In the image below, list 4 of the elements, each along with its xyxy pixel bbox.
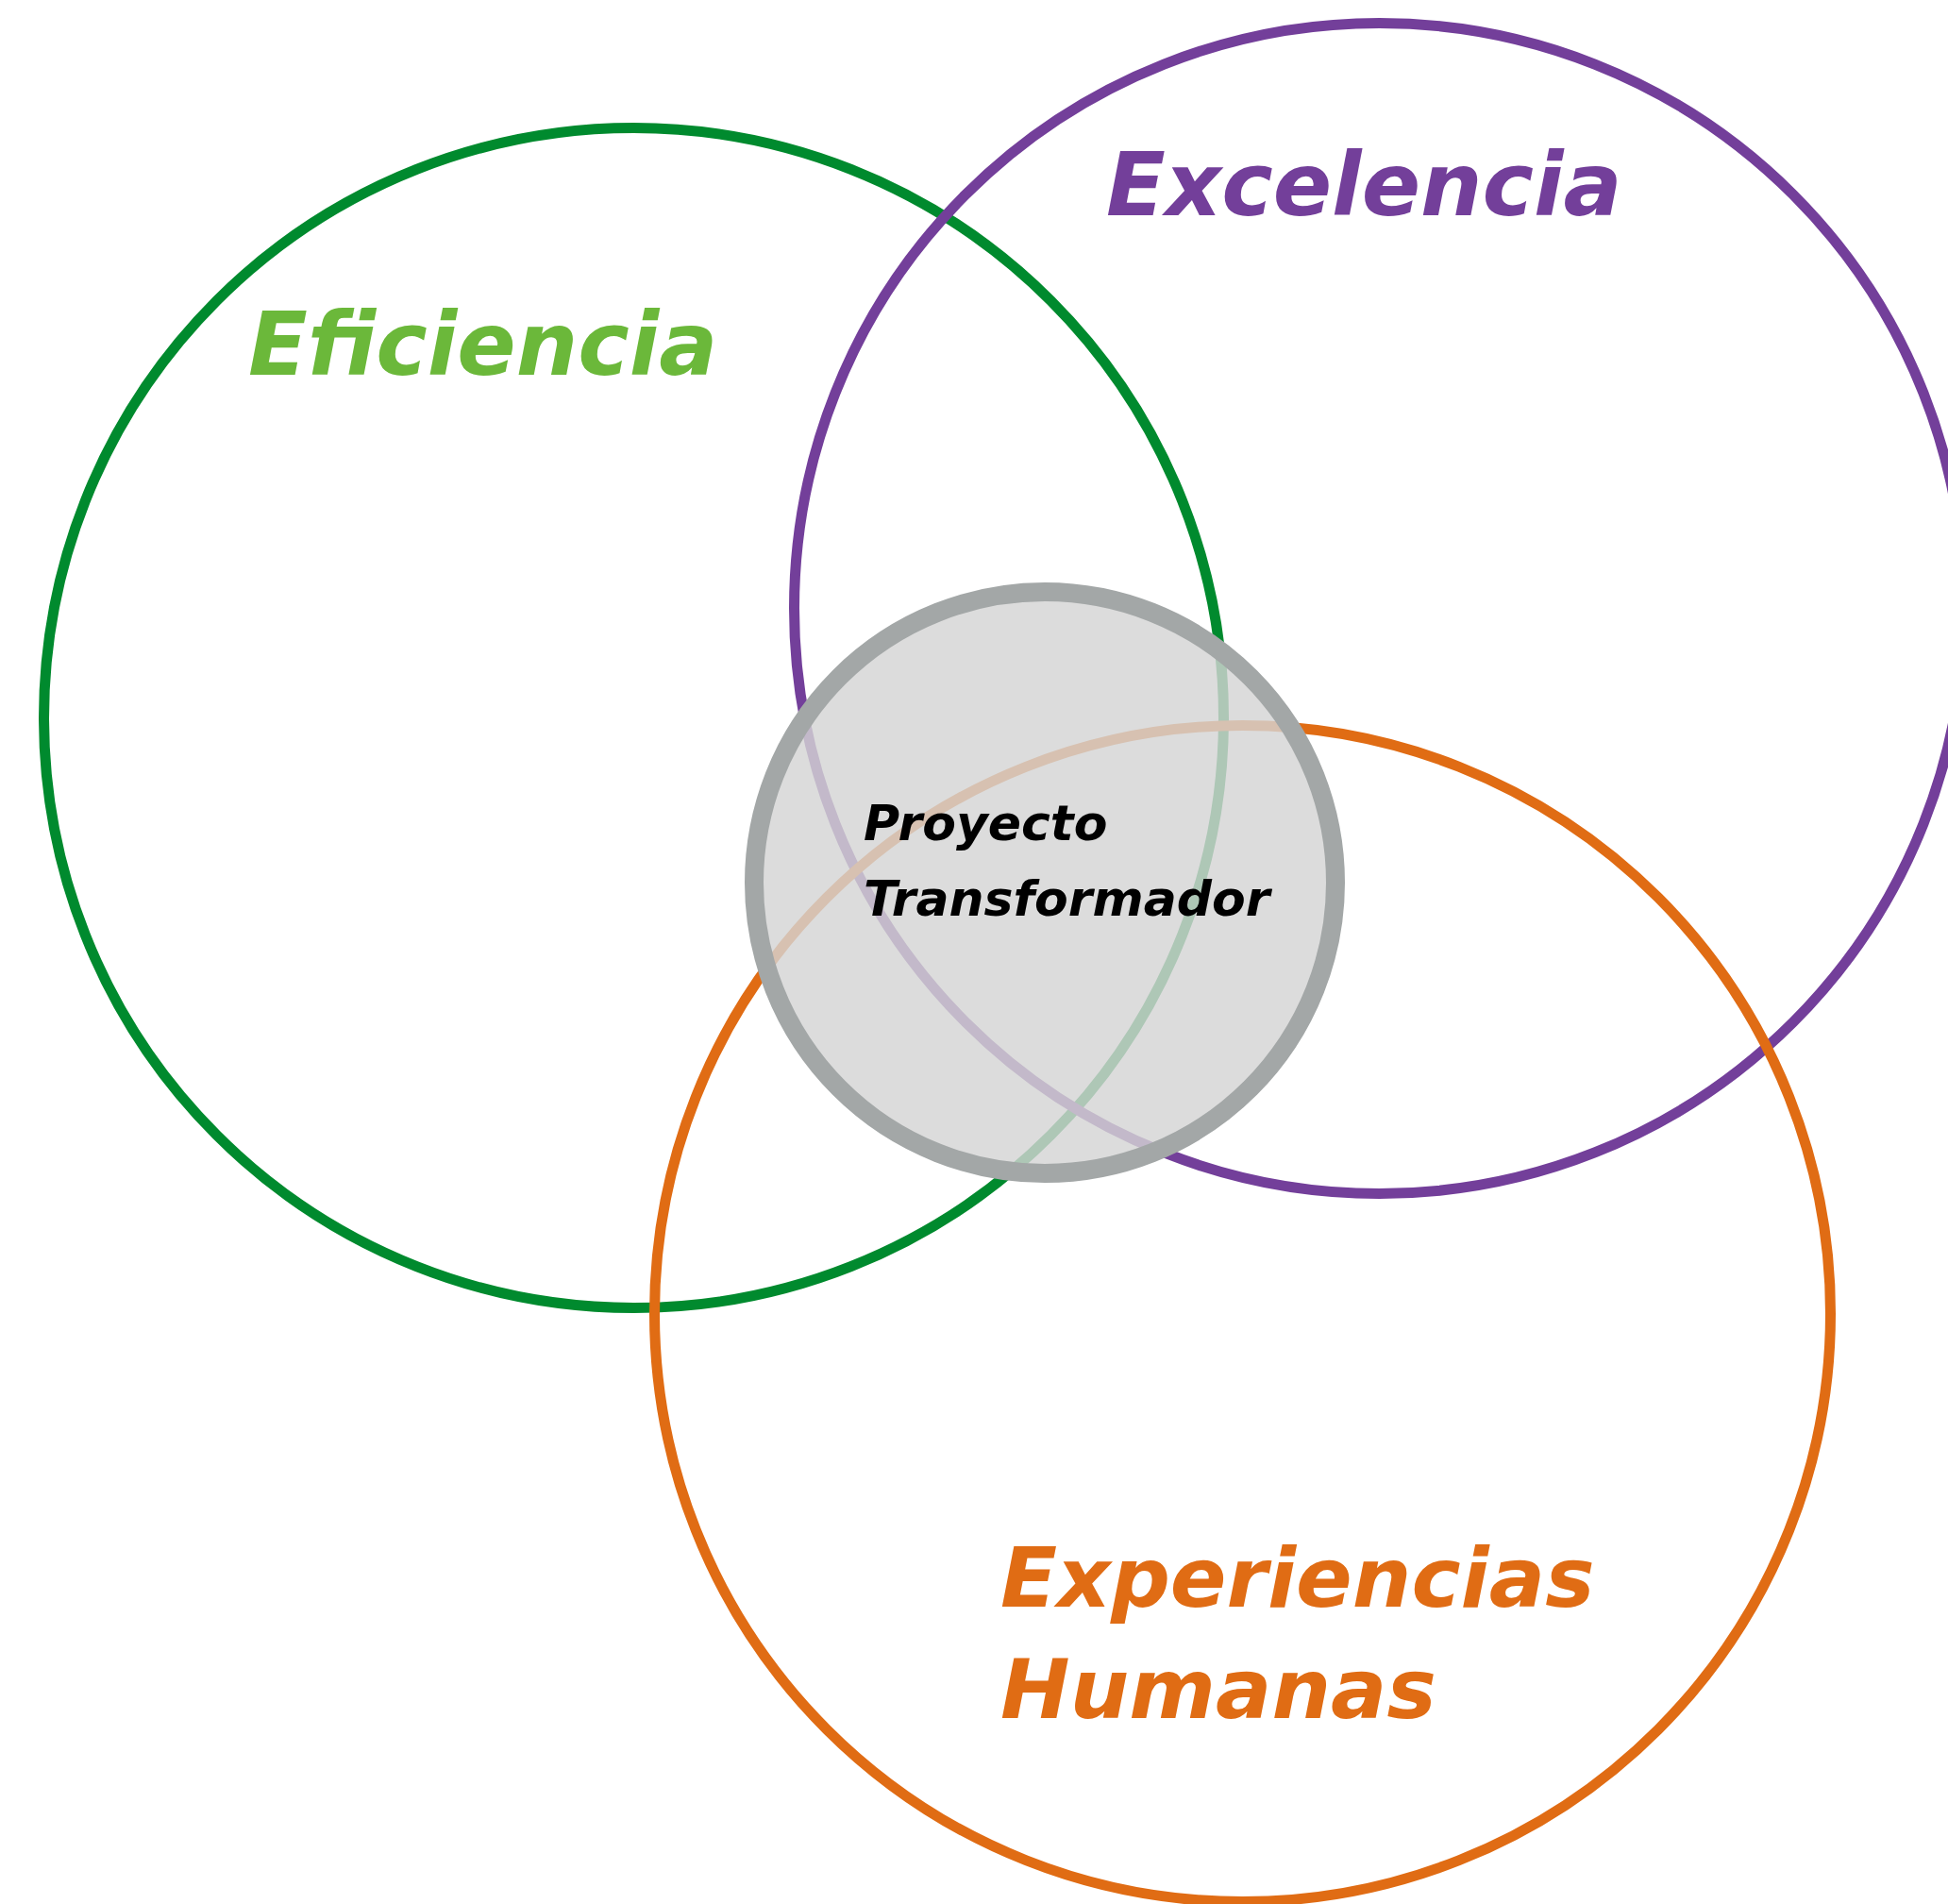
circle-label: Excelencia — [1106, 134, 1622, 238]
circle-label: Eficiencia — [248, 294, 718, 397]
circle-label: Experiencias Humanas — [1000, 1528, 1595, 1740]
circle-label: Proyecto Transformador — [864, 794, 1270, 930]
